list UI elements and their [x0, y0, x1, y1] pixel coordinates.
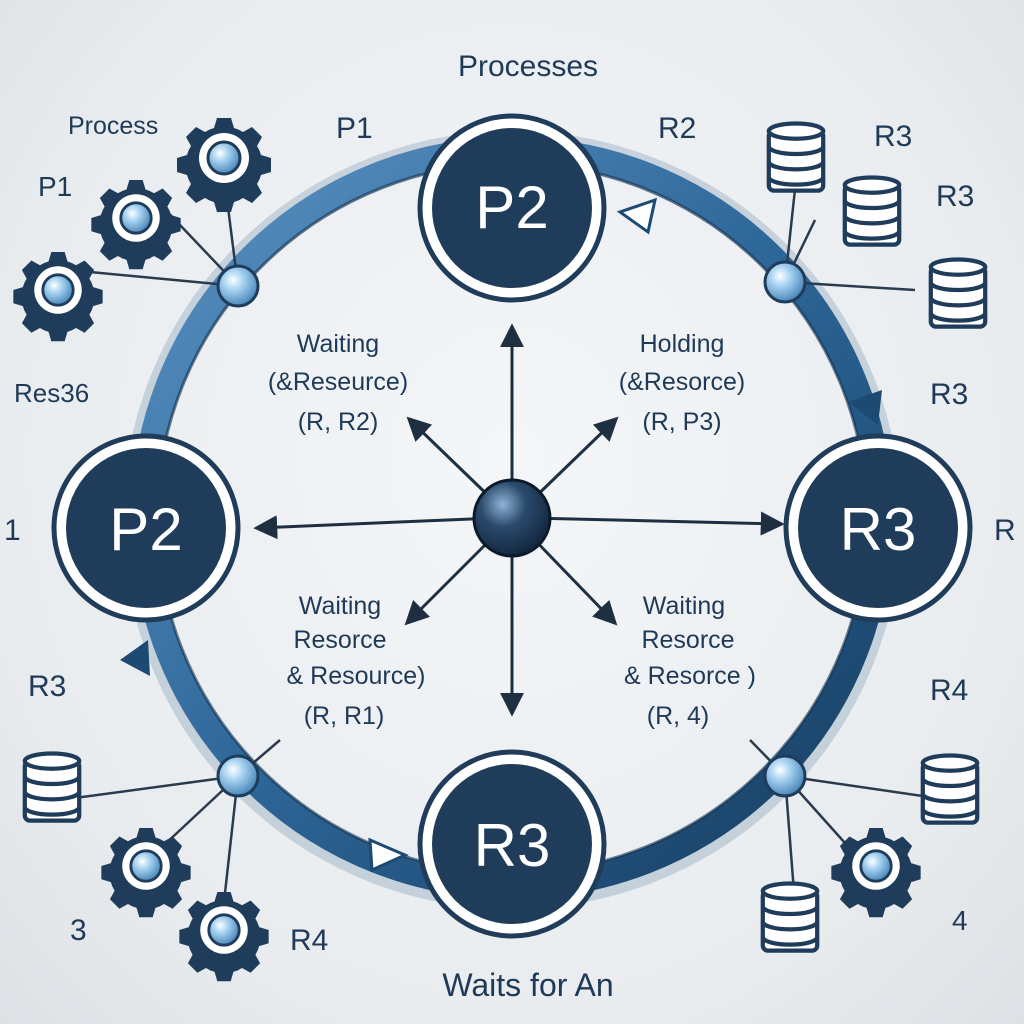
label-edge-right: R [994, 514, 1016, 547]
database-icon [931, 259, 985, 326]
label-p1-top: P1 [336, 112, 373, 145]
central-hub [472, 478, 552, 558]
quadrant-upper-left-line-2: (&Reseurce) [268, 368, 408, 396]
database-icon [763, 883, 817, 950]
database-icon [25, 753, 79, 820]
label-process: Process [68, 112, 158, 140]
gear-icon [99, 826, 193, 919]
node-right-label: R3 [840, 496, 917, 563]
gear-icon [175, 116, 273, 214]
quadrant-lower-right-line-4: (R, 4) [647, 702, 710, 730]
quadrant-lower-right-line-3: & Resorce ) [624, 662, 756, 690]
label-r4-bottom: R4 [290, 924, 328, 957]
quadrant-upper-right-line-1: Holding [640, 330, 725, 358]
label-r4-right: R4 [930, 674, 968, 707]
label-r2-top: R2 [658, 112, 696, 145]
node-left-label: P2 [109, 496, 182, 563]
label-res36: Res36 [14, 378, 89, 408]
label-r3-a: R3 [874, 120, 912, 153]
ring-arrow-top-right [616, 197, 658, 235]
database-icon [923, 755, 977, 822]
gear-icon [11, 250, 105, 343]
diagram-footer: Waits for An [442, 967, 613, 1003]
label-edge-left: 1 [4, 514, 21, 547]
diagram-title: Processes [458, 50, 598, 83]
quadrant-lower-left-line-4: (R, R1) [304, 702, 385, 730]
database-icon [845, 177, 899, 244]
node-right: R3 [783, 433, 973, 623]
label-r3-right: R3 [930, 378, 968, 411]
connector-orb-icon [763, 754, 807, 798]
quadrant-lower-left-line-1: Waiting [299, 592, 381, 620]
connector-orb-icon [763, 260, 807, 304]
connector-orb-icon [216, 754, 260, 798]
label-r3-b: R3 [936, 180, 974, 213]
quadrant-lower-left-line-3: & Resource) [287, 662, 426, 690]
label-num3: 3 [70, 914, 87, 947]
node-top: P2 [417, 113, 607, 303]
label-r3-left: R3 [28, 670, 66, 703]
node-top-label: P2 [475, 174, 548, 241]
quadrant-upper-left-line-1: Waiting [297, 330, 379, 358]
connector-orb-icon [216, 264, 260, 308]
quadrant-lower-left-line-2: Resorce [293, 626, 386, 654]
gear-icon [177, 890, 271, 983]
gear-icon [829, 826, 923, 919]
label-num4: 4 [952, 905, 968, 936]
node-bottom: R3 [417, 749, 607, 939]
ring-arrow-bottom [368, 837, 409, 873]
gear-icon [89, 178, 183, 271]
quadrant-upper-right-line-2: (&Resorce) [619, 368, 745, 396]
quadrant-lower-right-line-1: Waiting [643, 592, 725, 620]
center-arrows [253, 323, 785, 717]
quadrant-upper-right-line-3: (R, P3) [642, 408, 721, 436]
ring-arrow-right [848, 390, 882, 425]
ring-arrow-left [120, 640, 150, 676]
database-icon [769, 123, 823, 190]
node-left: P2 [51, 433, 241, 623]
label-p1-left: P1 [38, 171, 72, 202]
node-bottom-label: R3 [474, 812, 551, 879]
quadrant-upper-left-line-3: (R, R2) [298, 408, 379, 436]
quadrant-lower-right-line-2: Resorce [641, 626, 734, 654]
